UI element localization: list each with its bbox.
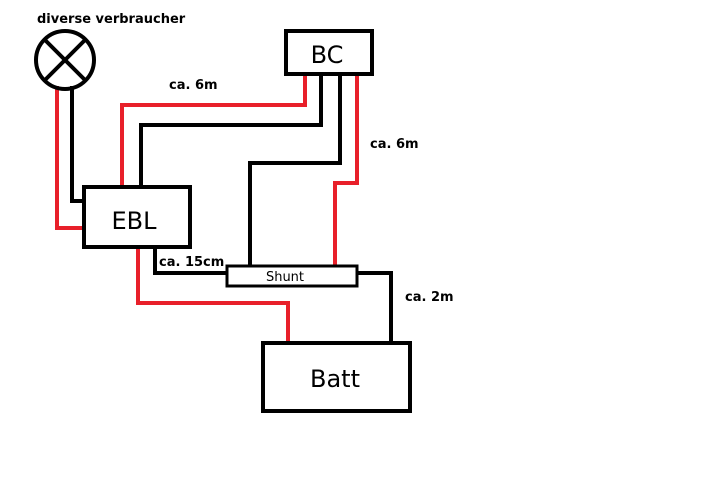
length-label-ebl-bc: ca. 6m bbox=[169, 78, 218, 93]
wire-bc-shunt-black bbox=[248, 72, 342, 268]
ebl-label: EBL bbox=[112, 207, 158, 235]
wire-lamp-red bbox=[55, 86, 86, 230]
wire-ebl-bc-red bbox=[120, 72, 307, 189]
wire-ebl-bc-black bbox=[139, 72, 323, 189]
wire-shunt-batt-black bbox=[355, 271, 393, 345]
wire-bc-shunt-red bbox=[333, 72, 359, 268]
length-label-shunt-bc: ca. 6m bbox=[370, 137, 419, 152]
length-label-ebl-shunt: ca. 15cm bbox=[159, 255, 224, 270]
batt-label: Batt bbox=[310, 365, 360, 393]
bc-label: BC bbox=[311, 41, 344, 69]
consumers-label: diverse verbraucher bbox=[37, 12, 186, 27]
wire-ebl-batt-red bbox=[136, 245, 290, 345]
bc-box bbox=[284, 29, 374, 76]
shunt-label: Shunt bbox=[266, 270, 304, 285]
wire-lamp-black bbox=[70, 86, 86, 203]
wire-ebl-shunt-black bbox=[153, 245, 229, 275]
length-label-shunt-batt: ca. 2m bbox=[405, 290, 454, 305]
lamp-cross-icon bbox=[34, 29, 96, 91]
batt-box bbox=[261, 341, 412, 413]
shunt-box bbox=[225, 264, 359, 288]
ebl-box bbox=[82, 185, 192, 249]
